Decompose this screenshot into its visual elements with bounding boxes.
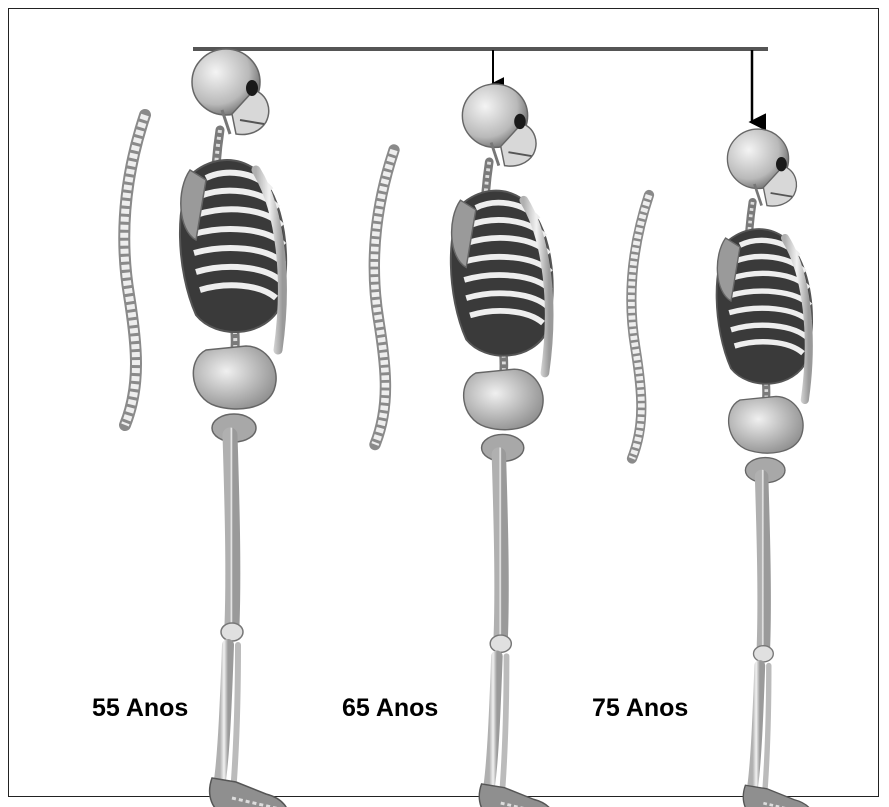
age-label-55: 55 Anos: [92, 694, 188, 723]
age-label-75: 75 Anos: [592, 694, 688, 723]
age-label-65: 65 Anos: [342, 694, 438, 723]
spine-icon: [124, 115, 145, 425]
skeleton-icon: [717, 129, 814, 807]
spine-icon: [374, 150, 394, 445]
skeleton-icon: [180, 49, 288, 807]
skeleton-icon: [451, 84, 554, 807]
spine-icon: [631, 195, 649, 459]
